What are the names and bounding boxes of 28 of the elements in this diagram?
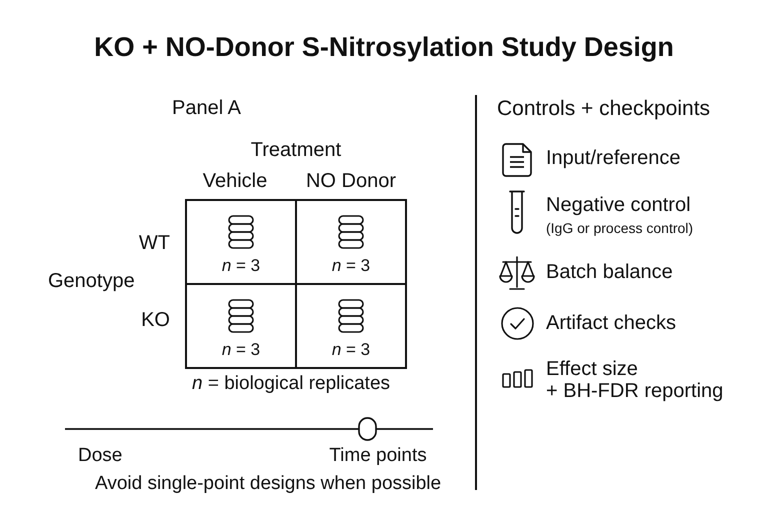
- section-heading: Controls + checkpoints: [497, 97, 710, 121]
- checklist-item: Negative control: [546, 194, 691, 216]
- panel-heading: Panel A: [172, 97, 241, 119]
- sample-count: n = 3: [332, 256, 370, 276]
- item-note: (IgG or process control): [546, 219, 694, 237]
- checklist-item: Input/reference: [546, 147, 681, 169]
- axis-label: Treatment: [250, 139, 342, 161]
- sample-count: n = 3: [222, 256, 260, 276]
- sample-cell: [295, 199, 407, 285]
- sample-cell: [185, 283, 297, 369]
- checklist-item: Artifact checks: [546, 312, 676, 334]
- checklist-item: Batch balance: [546, 261, 673, 283]
- axis-label: Genotype: [48, 270, 135, 292]
- checklist-item: + BH-FDR reporting: [546, 380, 724, 402]
- column-header: NO Donor: [306, 170, 396, 192]
- checklist-item: Effect size: [546, 358, 638, 380]
- sample-cell: [185, 199, 297, 285]
- row-header: WT: [138, 232, 170, 254]
- row-header: KO: [141, 309, 170, 331]
- sample-cell: [295, 283, 407, 369]
- scale-label: Dose: [78, 445, 122, 467]
- note: Avoid single-point designs when possible: [95, 473, 442, 495]
- column-header: Vehicle: [202, 170, 268, 192]
- sample-count: n = 3: [222, 340, 260, 360]
- sample-count: n = 3: [332, 340, 370, 360]
- scale-label: Time points: [329, 445, 427, 467]
- footnote: n = biological replicates: [192, 373, 390, 395]
- diagram-title: KO + NO-Donor S-Nitrosylation Study Design: [94, 31, 674, 63]
